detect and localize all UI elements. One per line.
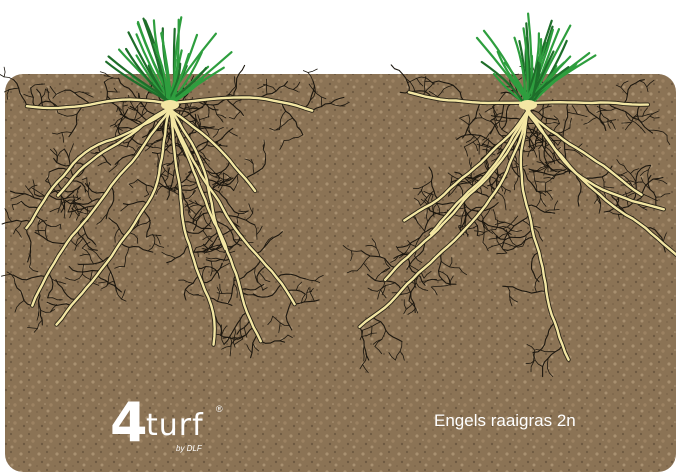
registered-mark: ® — [216, 404, 223, 414]
comparison-label: Engels raaigras 2n — [434, 410, 576, 432]
fine-root — [4, 67, 5, 77]
fine-root — [308, 69, 317, 73]
4turf-logo: 4 turf ® by DLF — [110, 396, 230, 462]
logo-word: turf — [146, 406, 204, 446]
crown — [161, 100, 179, 110]
crown — [519, 100, 537, 110]
fine-root — [321, 97, 322, 107]
logo-numeral: 4 — [110, 390, 148, 456]
fine-root — [212, 271, 217, 272]
logo-tagline: by DLF — [176, 444, 202, 454]
fine-root — [0, 74, 14, 79]
